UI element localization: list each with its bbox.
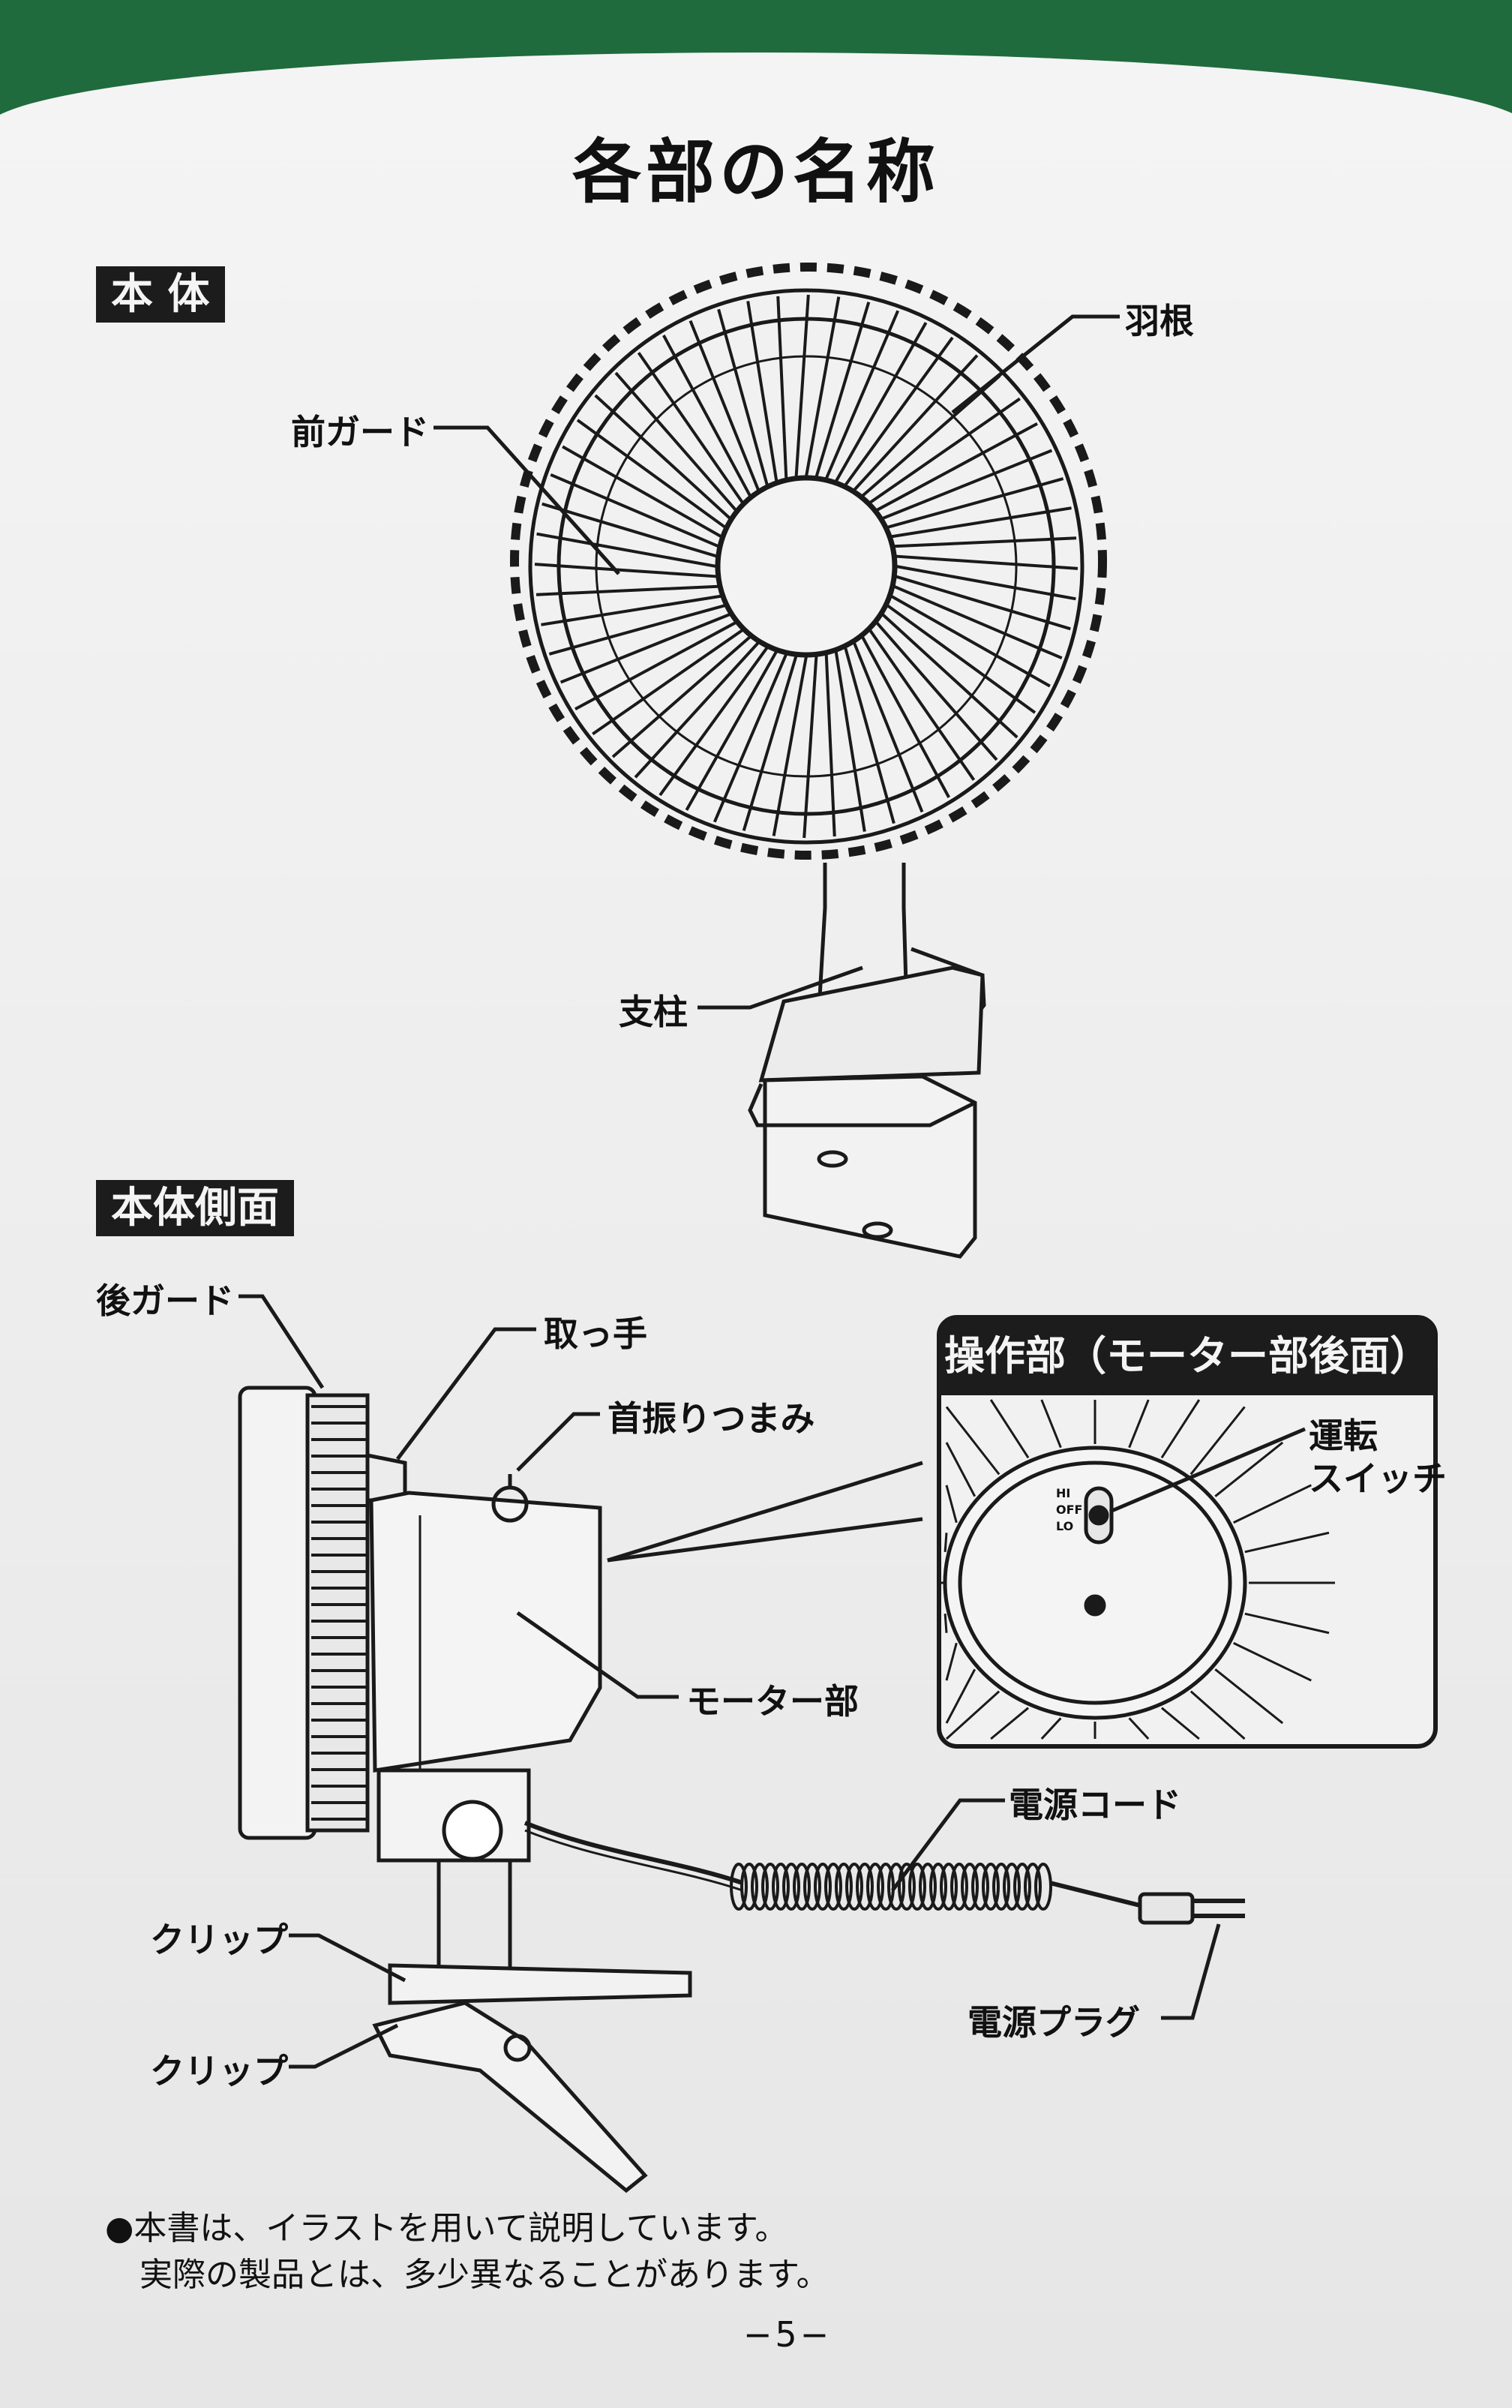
side-fan-illustration [238,1386,1245,2193]
label-clip-bottom: クリップ [150,2051,288,2091]
switch-off-label: OFF [1056,1503,1083,1517]
section-tag-side: 本体側面 [96,1180,294,1237]
label-power-plug: 電源プラグ [968,2002,1140,2043]
switch-position-labels: HI OFF LO [1056,1485,1082,1535]
control-panel-heading: 操作部（モーター部後面） [939,1317,1436,1395]
label-motor: モーター部 [686,1681,859,1722]
section-tag-body: 本 体 [96,266,225,323]
label-front-guard: 前ガード [291,412,429,452]
label-power-cord: 電源コード [1009,1785,1181,1825]
page-number: −5− [742,2314,832,2355]
label-pillar: 支柱 [619,992,688,1032]
rear-guard-ribs [311,1405,366,1821]
label-rear-guard: 後ガード [96,1281,234,1321]
switch-lo-label: LO [1056,1519,1074,1533]
switch-hi-label: HI [1056,1486,1071,1500]
label-run-switch-line1: 運転 [1309,1416,1378,1456]
label-handle: 取っ手 [544,1314,647,1354]
note-line-1: ●本書は、イラストを用いて説明しています。 [105,2209,788,2247]
leader-lines [238,314,1221,2069]
note-line-2: 実際の製品とは、多少異なることがあります。 [140,2256,830,2294]
label-clip-top: クリップ [150,1920,288,1960]
power-cord-coil [730,1863,1052,1911]
front-fan-illustration [510,263,1107,1259]
disclaimer-note: ●本書は、イラストを用いて説明しています。 実際の製品とは、多少異なることがあり… [105,2205,830,2298]
label-blade: 羽根 [1125,301,1194,341]
label-run-switch-line2: スイッチ [1309,1458,1447,1499]
page-title: 各部の名称 [572,132,940,212]
inset-guard-rays [941,1399,1335,1740]
front-guard-spokes [534,294,1078,839]
label-tilt-knob: 首振りつまみ [608,1398,815,1439]
